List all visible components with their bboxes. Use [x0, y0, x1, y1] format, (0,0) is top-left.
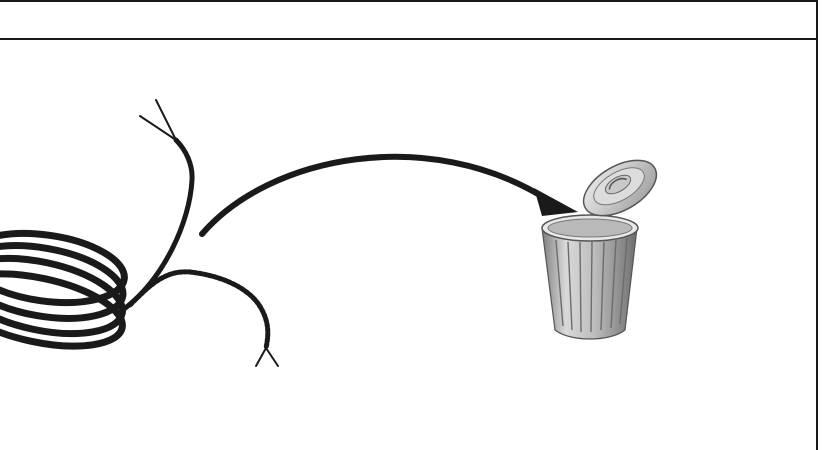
trash-can-icon: [542, 149, 666, 339]
curved-arrow-icon: [202, 157, 578, 234]
cable-coil-icon: [0, 100, 278, 366]
